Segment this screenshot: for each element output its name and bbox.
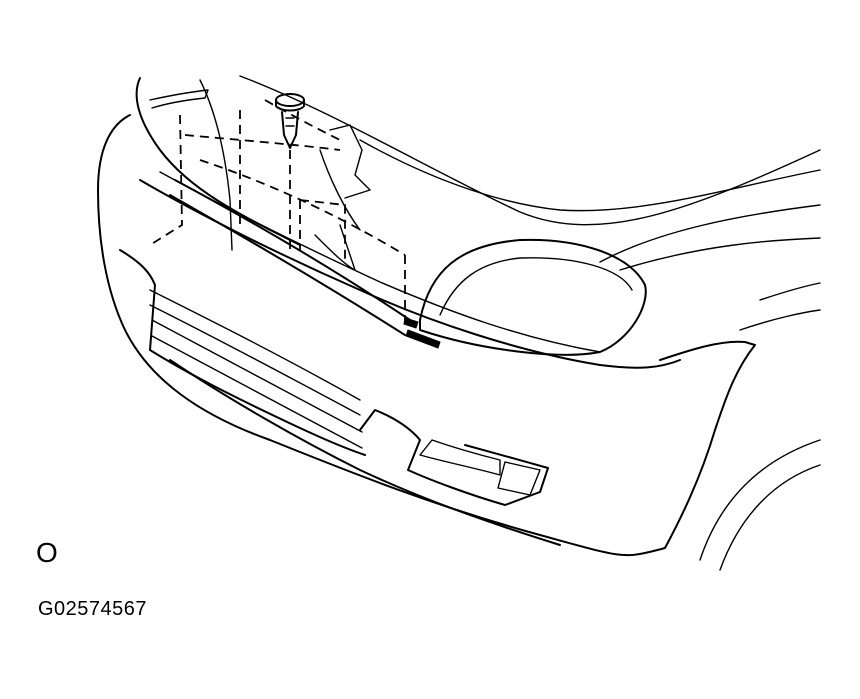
- inner-structure-block: [329, 124, 371, 199]
- hidden-line-center: [239, 99, 341, 230]
- fog-lamp-inner: [419, 439, 501, 476]
- lower-intake-outline: [119, 249, 366, 456]
- headlamp-outline: [419, 238, 647, 356]
- figure-code-label: G02574567: [38, 598, 148, 620]
- fender-arch-mid: [619, 237, 821, 271]
- corner-side-panel: [624, 340, 756, 557]
- bumper-bottom-edge: [169, 359, 561, 546]
- hidden-line-left: [149, 114, 183, 246]
- radiator-support: [199, 79, 233, 251]
- lower-intake-slat-2: [149, 304, 361, 416]
- lower-intake-slat-3: [151, 319, 363, 433]
- bumper-upper-crease-2: [159, 171, 601, 353]
- grille-end-detail: [405, 329, 441, 349]
- grille-lower-line: [169, 194, 406, 336]
- fog-lamp-detail: [497, 461, 541, 496]
- fender-arch-upper: [599, 204, 821, 263]
- lower-intake-slat-4: [151, 335, 363, 449]
- hood-inner-edge: [149, 89, 209, 109]
- fender-top-line-2: [359, 139, 821, 212]
- headlamp-inner: [439, 257, 633, 316]
- grille-upper-line: [174, 179, 411, 321]
- wheel-arch: [699, 439, 821, 561]
- bumper-upper-crease: [139, 179, 681, 369]
- inner-bracket: [314, 149, 361, 271]
- hidden-line-upper: [184, 134, 341, 151]
- fender-top-line: [239, 75, 821, 226]
- lower-intake-slat-1: [149, 289, 361, 401]
- view-marker-label: O: [36, 537, 58, 568]
- wheel-arch-2: [719, 464, 821, 571]
- fender-lower-line-2: [739, 309, 821, 331]
- hidden-line-box: [299, 199, 346, 260]
- fog-lamp-bezel: [359, 409, 549, 506]
- push-clip-icon: [275, 93, 305, 149]
- clip-hole-marker: [403, 317, 419, 329]
- fender-lower-line: [759, 282, 821, 301]
- bumper-top-edge: [97, 114, 626, 556]
